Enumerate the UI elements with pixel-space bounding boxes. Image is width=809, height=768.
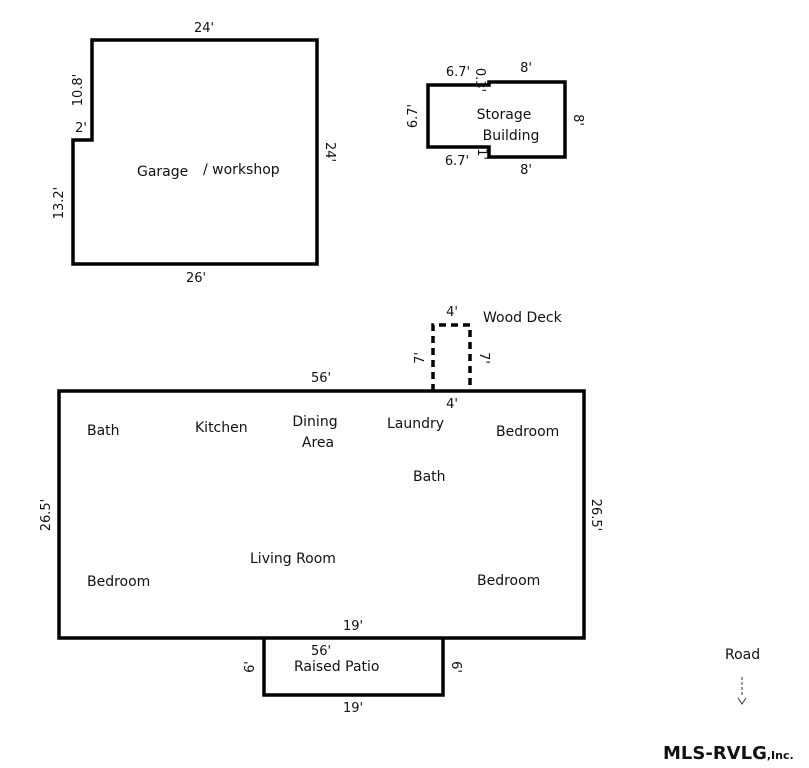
room-living-room: Living Room <box>250 551 336 567</box>
house-dim-top: 56' <box>311 371 331 386</box>
raised-patio: 56' 6' 6' 19' Raised Patio <box>243 638 463 716</box>
storage-outline <box>426 80 567 159</box>
garage-dim-left-upper: 10.8' <box>71 74 86 107</box>
room-laundry: Laundry <box>387 416 444 432</box>
patio-outline <box>262 638 445 697</box>
garage-label-suffix: / workshop <box>203 162 280 178</box>
storage-dim-bottom-right: 8' <box>520 163 532 178</box>
storage-label-line2: Building <box>483 128 540 144</box>
deck-dim-top: 4' <box>446 305 458 320</box>
deck-label: Wood Deck <box>483 310 563 326</box>
room-kitchen: Kitchen <box>195 420 248 436</box>
room-bath-left: Bath <box>87 423 120 439</box>
garage-dim-notch: 2' <box>75 121 87 136</box>
garage-dim-top: 24' <box>194 21 214 36</box>
storage-dim-top-right: 8' <box>520 61 532 76</box>
storage-dim-bottom-left: 6.7' <box>445 154 469 169</box>
storage-label-line1: Storage <box>477 107 532 123</box>
road-indicator: Road <box>725 647 760 705</box>
garage-label: Garage <box>137 164 188 180</box>
patio-dim-left: 6' <box>243 661 258 673</box>
road-label: Road <box>725 647 760 663</box>
main-house: 56' 26.5' 26.5' 19' Bath Kitchen Dining … <box>39 371 603 640</box>
watermark-logo: MLS-RVLG,Inc. <box>663 743 794 764</box>
watermark: MLS-RVLG,Inc. <box>663 743 794 764</box>
house-dim-bottom: 19' <box>343 619 363 634</box>
patio-dim-top: 56' <box>311 644 331 659</box>
storage-building: 6.7' 0.3' 8' 8' 6.7' 6.7' 1' 8' Storage … <box>406 61 585 178</box>
storage-dim-step-top: 0.3' <box>472 68 487 92</box>
deck-dim-left: 7' <box>413 352 428 364</box>
deck-dim-right: 7' <box>476 352 491 364</box>
garage-dim-left-lower: 13.2' <box>52 187 67 220</box>
garage-dim-right: 24' <box>322 142 337 162</box>
patio-label: Raised Patio <box>294 659 379 675</box>
storage-dim-left: 6.7' <box>406 104 421 128</box>
house-outline <box>57 389 586 640</box>
room-bath-center: Bath <box>413 469 446 485</box>
patio-dim-bottom: 19' <box>343 701 363 716</box>
deck-dim-bottom: 4' <box>446 397 458 412</box>
storage-dim-right: 8' <box>570 114 585 126</box>
garage-outline <box>71 38 319 266</box>
patio-dim-right: 6' <box>448 661 463 673</box>
garage-dim-bottom: 26' <box>186 271 206 286</box>
room-dining-line1: Dining <box>292 414 337 430</box>
watermark-suffix: ,Inc. <box>767 749 794 762</box>
arrow-down-icon <box>737 677 747 705</box>
wood-deck: 4' 7' 7' 4' Wood Deck <box>413 305 563 412</box>
room-bedroom-se: Bedroom <box>477 573 540 589</box>
house-dim-left: 26.5' <box>39 499 54 532</box>
storage-dim-top-left: 6.7' <box>446 65 470 80</box>
garage-structure: 24' 24' 26' 10.8' 2' 13.2' Garage / work… <box>52 21 337 286</box>
watermark-main: MLS-RVLG <box>663 743 767 764</box>
house-dim-right: 26.5' <box>588 499 603 532</box>
deck-outline <box>431 323 472 391</box>
storage-dim-step-bottom: 1' <box>474 148 489 160</box>
room-dining-line2: Area <box>302 435 334 451</box>
room-bedroom-sw: Bedroom <box>87 574 150 590</box>
room-bedroom-ne: Bedroom <box>496 424 559 440</box>
